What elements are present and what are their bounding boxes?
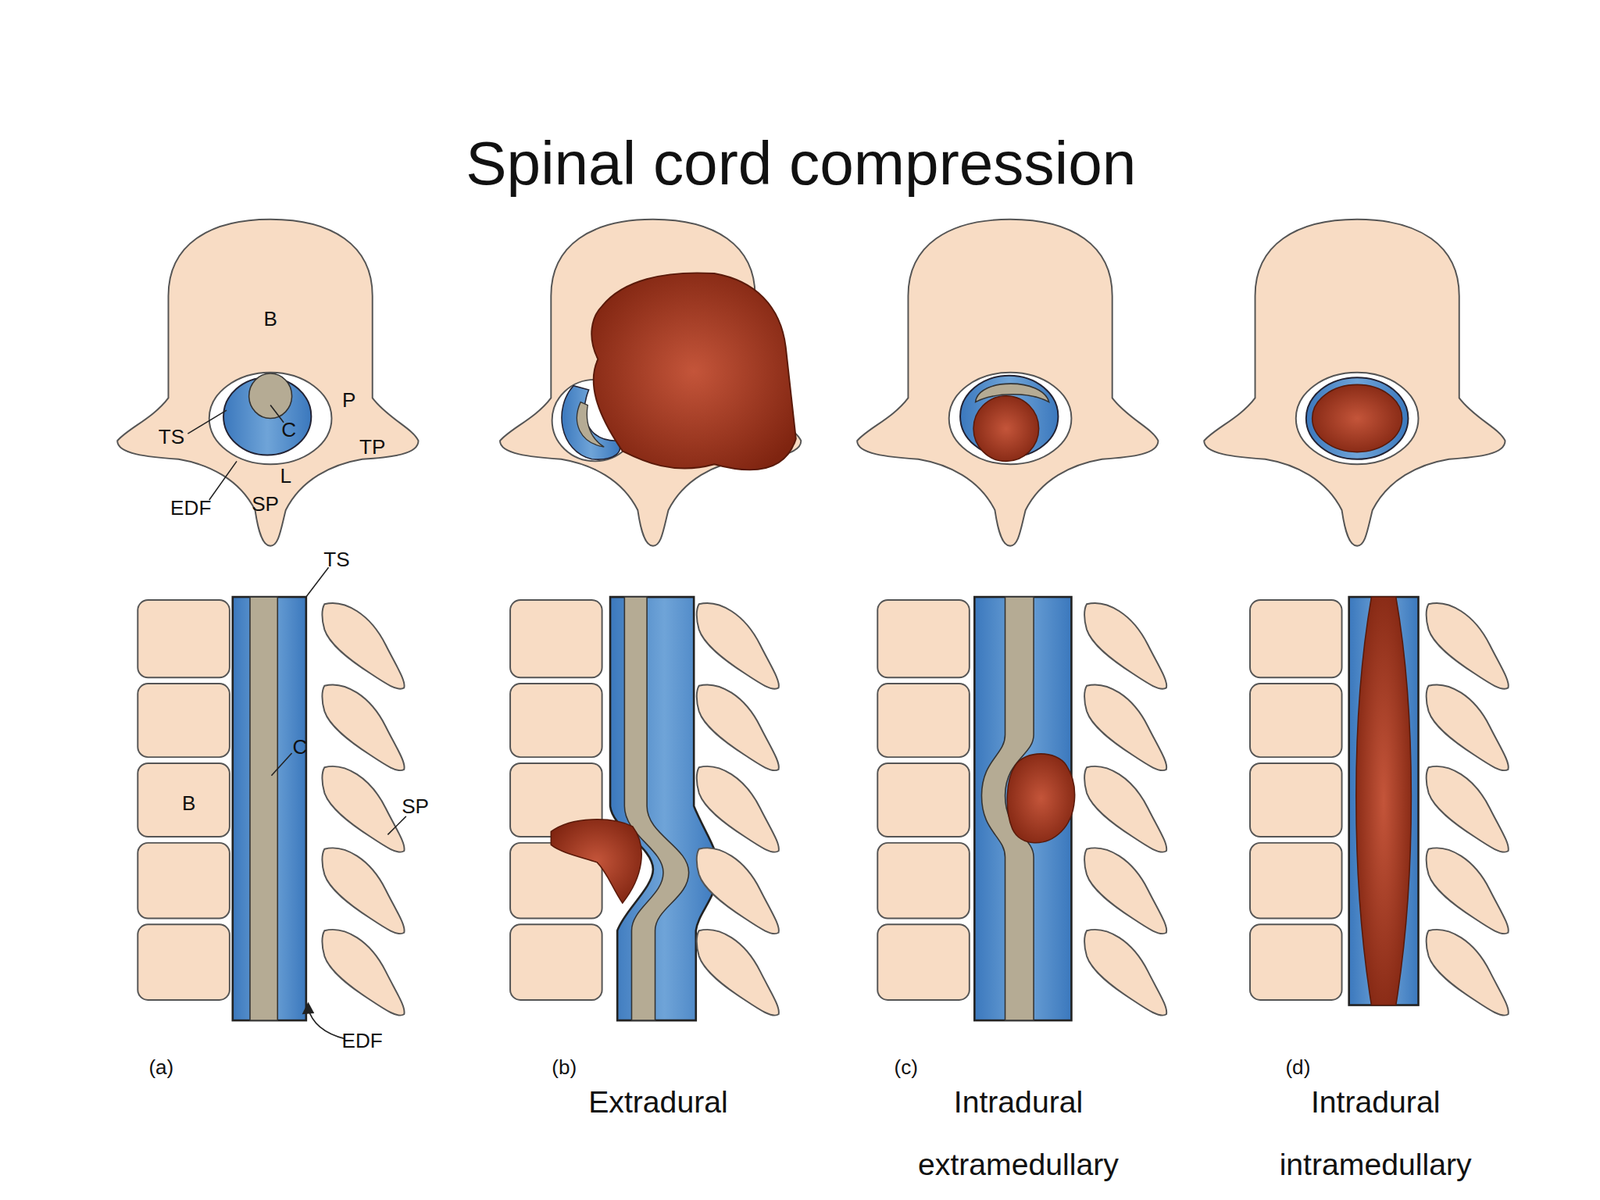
panel-letter: (b) xyxy=(551,1056,577,1079)
part-label: L xyxy=(279,464,292,487)
part-label: TS xyxy=(323,547,350,571)
part-label: B xyxy=(263,307,277,330)
part-label: C xyxy=(292,735,308,759)
part-label: P xyxy=(342,389,356,412)
part-label: TS xyxy=(158,425,185,449)
panel-caption: Extradural xyxy=(588,1085,729,1119)
part-label: C xyxy=(281,418,297,442)
part-label: TP xyxy=(359,435,386,459)
panel-letter: (c) xyxy=(894,1056,918,1079)
part-label: SP xyxy=(401,794,429,818)
title: Spinal cord compression xyxy=(465,129,1136,197)
part-label: SP xyxy=(251,492,279,516)
panel-caption: Intradural intramedullary xyxy=(1237,1071,1514,1197)
part-label: EDF xyxy=(342,1029,383,1053)
panel-caption: Intradural extramedullary xyxy=(880,1071,1157,1197)
part-label: B xyxy=(182,792,196,815)
panel-letter: (a) xyxy=(148,1056,174,1079)
part-label: EDF xyxy=(170,496,211,520)
panel-letter: (d) xyxy=(1285,1056,1311,1079)
